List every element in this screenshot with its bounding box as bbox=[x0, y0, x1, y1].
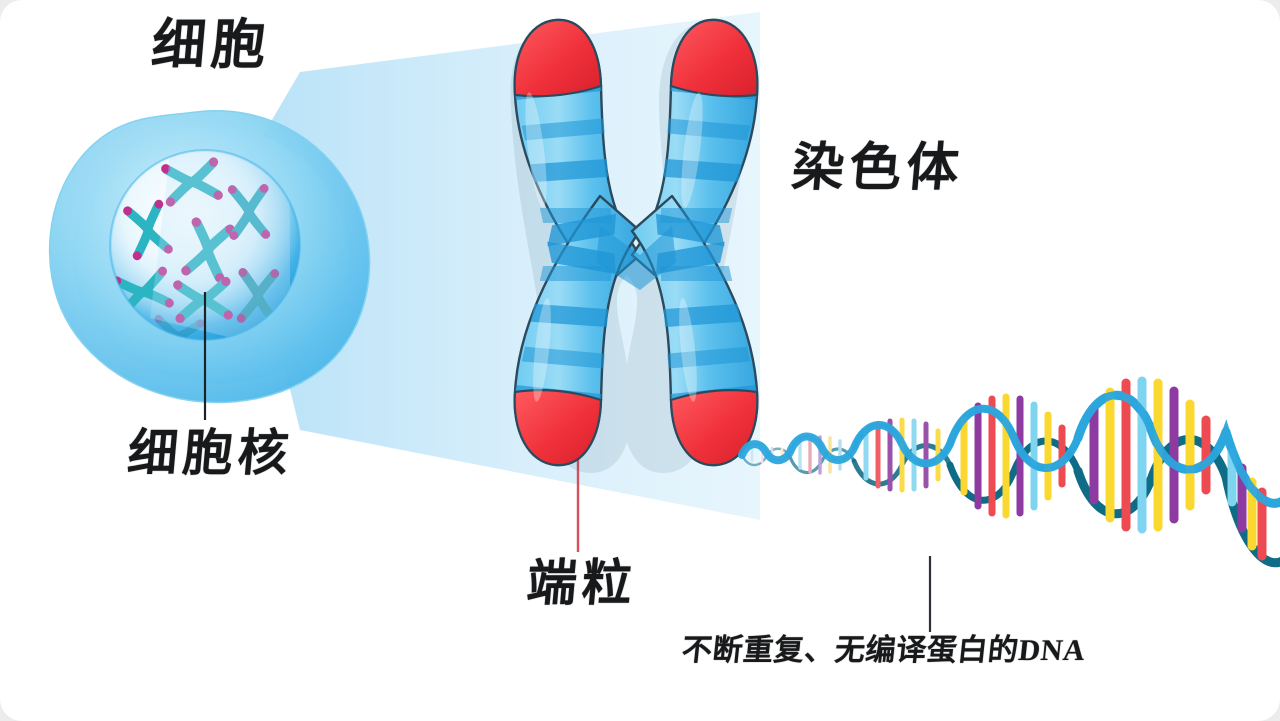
telomere-caps bbox=[513, 18, 759, 467]
mini-chromosome bbox=[123, 199, 173, 261]
label-nucleus: 细胞核 bbox=[125, 425, 296, 481]
label-dna-caption: 不断重复、无编译蛋白的DNA bbox=[680, 634, 1088, 667]
label-cell: 细胞 bbox=[149, 15, 274, 75]
mini-chromosome bbox=[227, 184, 271, 240]
dna-backbone-front bbox=[738, 391, 1280, 508]
label-chromosome: 染色体 bbox=[789, 140, 967, 197]
label-telomere: 端粒 bbox=[524, 555, 640, 611]
centromere bbox=[596, 226, 676, 290]
telomere-cap-lower-left bbox=[513, 388, 603, 467]
mini-chromosome bbox=[173, 276, 233, 324]
mini-chromosome bbox=[161, 157, 223, 207]
chromosome-gloss bbox=[525, 92, 703, 402]
telomere-cap-upper-left bbox=[513, 18, 603, 98]
telomere-cap-upper-right bbox=[669, 18, 759, 98]
dna-double-helix bbox=[738, 376, 1280, 568]
magnification-beam bbox=[238, 12, 760, 520]
mini-chromosome-group bbox=[112, 150, 290, 340]
